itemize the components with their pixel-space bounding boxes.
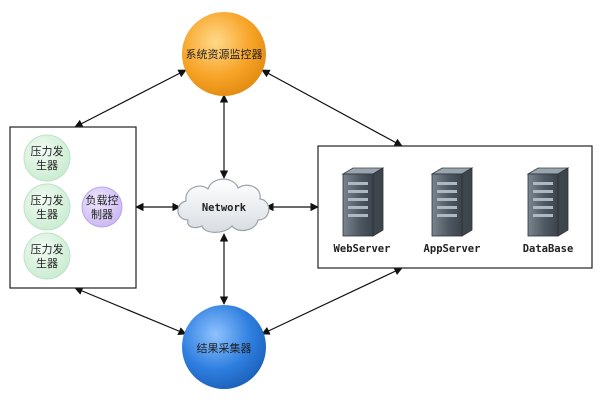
generator-2-line1: 压力发 — [31, 193, 64, 207]
connector-left-collector — [74, 287, 187, 335]
pressure-generator-2: 压力发 生器 — [23, 183, 71, 231]
generator-3-line1: 压力发 — [31, 242, 64, 256]
webserver-node: WebServer — [334, 167, 391, 255]
connector-monitor-left — [74, 69, 187, 128]
generator-3-line2: 生器 — [36, 256, 58, 270]
connector-right-collector — [261, 267, 403, 335]
generator-2-line2: 生器 — [36, 207, 58, 221]
connector-monitor-right — [261, 69, 403, 147]
appserver-node: AppServer — [424, 167, 481, 255]
database-icon — [527, 167, 569, 237]
webserver-icon — [342, 167, 384, 237]
collector-label: 结果采集器 — [197, 341, 252, 355]
webserver-label: WebServer — [334, 243, 391, 255]
monitor-label: 系统资源监控器 — [186, 47, 263, 61]
system-resource-monitor: 系统资源监控器 — [182, 12, 266, 96]
pressure-generator-1: 压力发 生器 — [23, 134, 71, 182]
result-collector: 结果采集器 — [182, 305, 266, 389]
database-node: DataBase — [523, 167, 574, 255]
appserver-icon — [431, 167, 473, 237]
load-controller-line2: 制器 — [91, 208, 113, 221]
generator-1-line1: 压力发 — [31, 144, 64, 158]
appserver-label: AppServer — [424, 243, 481, 255]
database-label: DataBase — [523, 243, 574, 255]
network-cloud-icon: Network — [177, 178, 270, 233]
connectors — [74, 69, 525, 335]
network-label: Network — [202, 202, 247, 214]
load-controller: 负载控 制器 — [81, 186, 123, 228]
load-controller-line1: 负载控 — [86, 193, 119, 207]
generator-1-line2: 生器 — [36, 158, 58, 172]
pressure-generator-3: 压力发 生器 — [23, 232, 71, 280]
